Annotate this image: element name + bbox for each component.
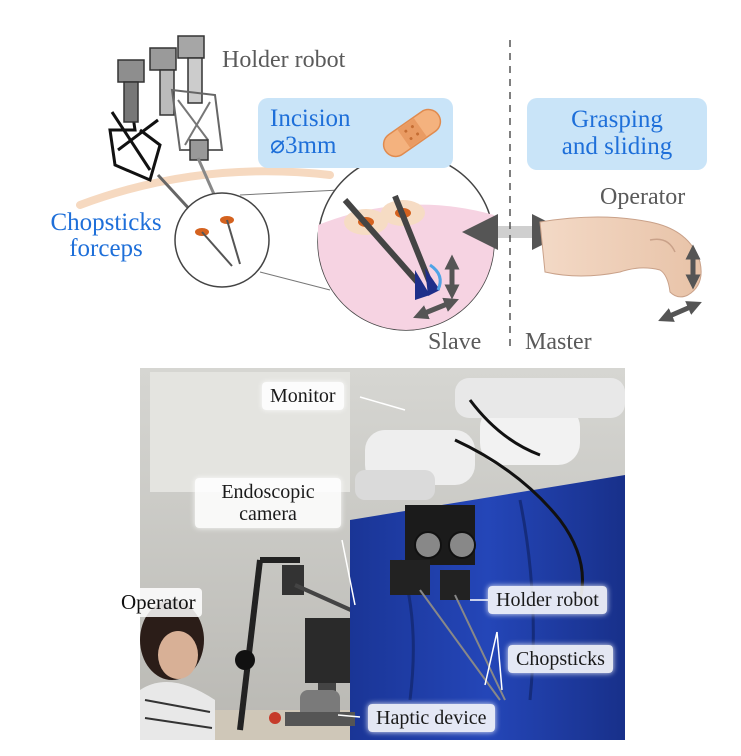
slave-label: Slave: [428, 329, 482, 355]
chopsticks-line2: forceps: [69, 235, 143, 263]
monitor-label: Monitor: [262, 382, 344, 410]
operator-label-top: Operator: [600, 184, 686, 210]
holder-robot-label-photo: Holder robot: [488, 586, 607, 614]
endoscopic-camera-label: Endoscopic camera: [195, 478, 341, 528]
endoscopic-line1: Endoscopic: [221, 481, 315, 503]
holder-robot-label: Holder robot: [222, 47, 346, 73]
grasping-line1: Grasping: [571, 106, 663, 133]
operator-label-photo: Operator: [115, 588, 202, 617]
zoom-circle-large: [317, 153, 495, 331]
photo-leader-lines: [337, 396, 503, 718]
chopsticks-forceps-label: Chopsticks forceps: [40, 209, 172, 263]
operator-hand-drawing: [539, 216, 702, 322]
haptic-device-label: Haptic device: [368, 704, 495, 732]
master-label: Master: [525, 329, 592, 355]
grasping-callout: Grasping and sliding: [527, 98, 707, 170]
incision-callout: Incision ⌀3mm: [258, 98, 453, 168]
endoscopic-line2: camera: [239, 503, 297, 525]
bandage-icon: [382, 108, 442, 158]
chopsticks-label-photo: Chopsticks: [508, 645, 613, 673]
zoom-circle-small: [174, 192, 270, 288]
experiment-photo: [140, 368, 625, 740]
chopsticks-line1: Chopsticks: [50, 209, 162, 236]
incision-line1: Incision: [270, 105, 351, 132]
incision-line2: ⌀3mm: [270, 132, 337, 159]
grasping-line2: and sliding: [561, 133, 673, 160]
body-surface-arc: [76, 167, 334, 209]
